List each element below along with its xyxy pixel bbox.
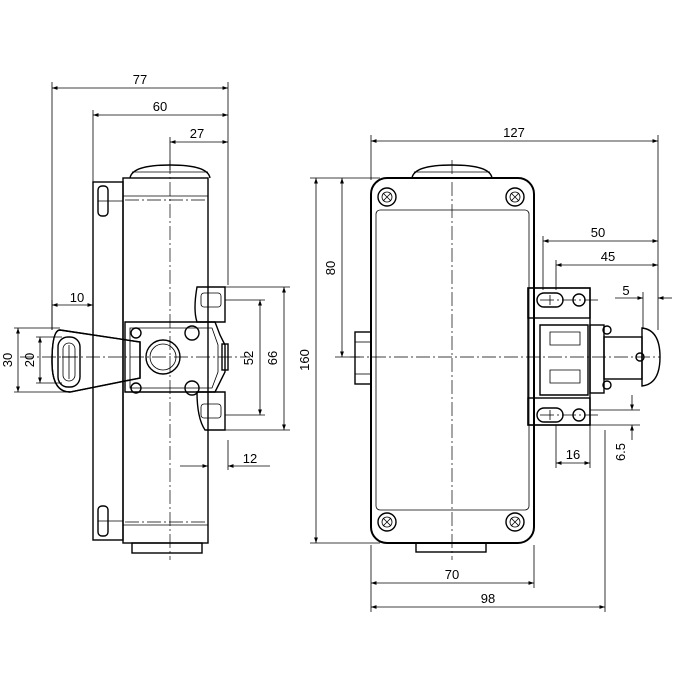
dim-50: 50 xyxy=(591,225,605,240)
dim-27: 27 xyxy=(190,126,204,141)
side-mechanism xyxy=(124,321,226,393)
actuator-flange-bottom xyxy=(527,397,591,426)
side-view: 77 60 27 xyxy=(0,72,290,560)
side-back-plate xyxy=(92,181,124,541)
side-screw-top xyxy=(184,325,200,341)
side-pivot xyxy=(145,339,181,375)
dim-45: 45 xyxy=(601,249,615,264)
side-bracket-top xyxy=(194,286,226,323)
side-screw-bottom xyxy=(184,380,200,396)
actuator-head xyxy=(527,287,591,426)
actuator-flange-top xyxy=(527,287,591,319)
corner-screw-tl xyxy=(377,187,397,207)
actuator-neck xyxy=(589,324,605,394)
dim-98: 98 xyxy=(481,591,495,606)
dim-52: 52 xyxy=(241,351,256,365)
dim-20: 20 xyxy=(22,353,37,367)
front-housing xyxy=(370,177,535,544)
front-view: 127 160 80 xyxy=(297,125,672,612)
dim-77: 77 xyxy=(133,72,147,87)
lever-arm xyxy=(51,329,141,393)
dim-10: 10 xyxy=(70,290,84,305)
dim-5: 5 xyxy=(622,283,629,298)
corner-screw-bl xyxy=(377,512,397,532)
dim-80: 80 xyxy=(323,261,338,275)
dim-16: 16 xyxy=(566,447,580,462)
corner-screw-tr xyxy=(505,187,525,207)
dim-12: 12 xyxy=(243,451,257,466)
dim-60: 60 xyxy=(153,99,167,114)
dim-30: 30 xyxy=(0,353,15,367)
side-tab xyxy=(221,343,229,371)
actuator-cap xyxy=(641,327,661,387)
side-bottom-stub xyxy=(131,542,203,554)
dim-6-5: 6.5 xyxy=(613,443,628,461)
cable-gland xyxy=(354,331,372,385)
dim-160: 160 xyxy=(297,349,312,371)
lever-slot xyxy=(57,336,81,388)
front-bottom-stub xyxy=(415,542,487,553)
front-cover xyxy=(375,209,530,511)
corner-screw-br xyxy=(505,512,525,532)
side-bracket-bottom xyxy=(196,391,226,431)
dim-127: 127 xyxy=(503,125,525,140)
dim-70: 70 xyxy=(445,567,459,582)
side-main-box xyxy=(122,177,209,544)
dim-66: 66 xyxy=(265,351,280,365)
